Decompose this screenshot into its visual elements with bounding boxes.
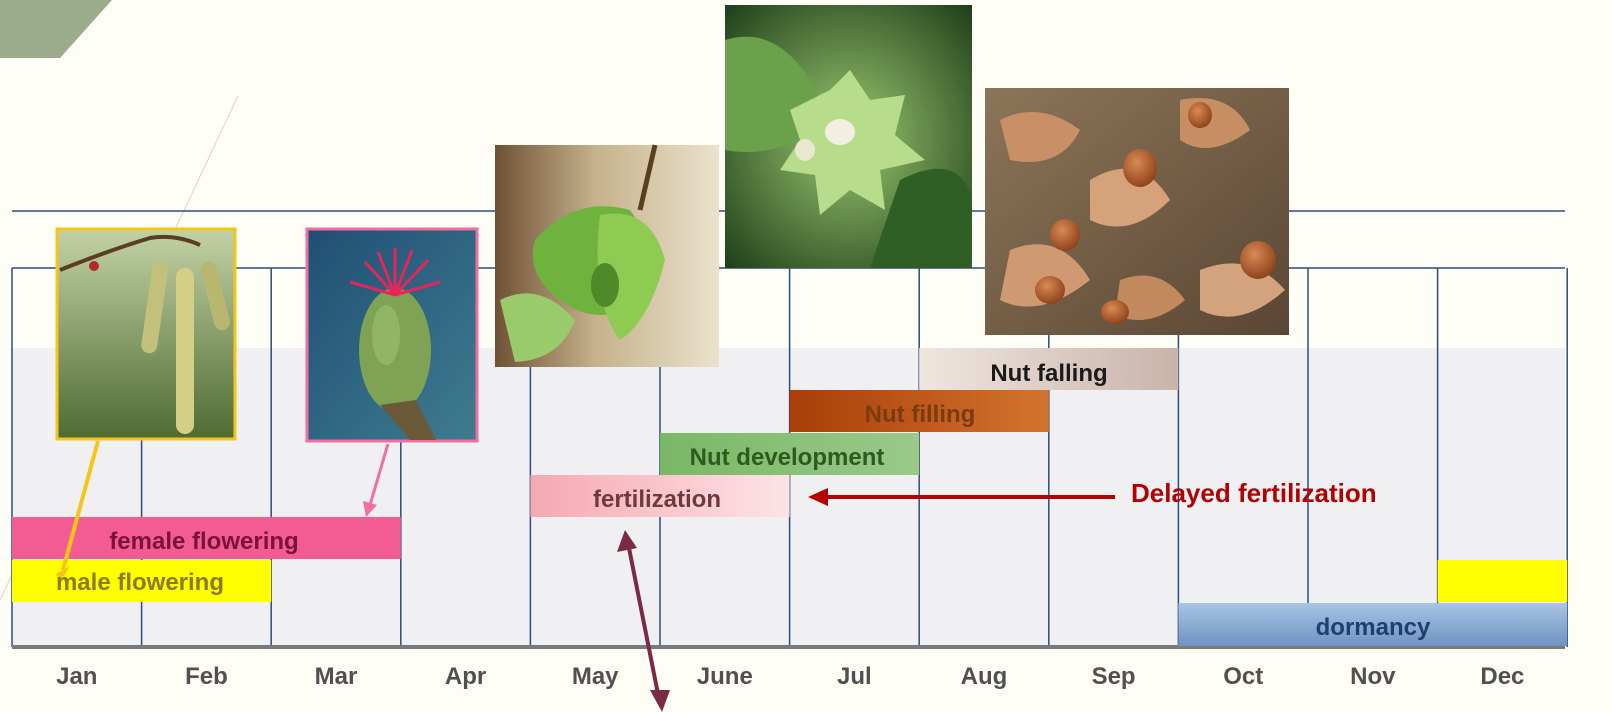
month-label-sep: Sep xyxy=(1092,663,1136,690)
female-flower-photo xyxy=(307,229,477,441)
month-label-mar: Mar xyxy=(315,663,358,690)
fertilization-label: fertilization xyxy=(593,486,721,513)
nut-husk-photo xyxy=(725,5,972,268)
month-label-apr: Apr xyxy=(445,663,486,690)
month-label-dec: Dec xyxy=(1480,663,1524,690)
month-label-june: June xyxy=(697,663,753,690)
dormancy-label: dormancy xyxy=(1316,614,1431,641)
month-label-jan: Jan xyxy=(56,663,97,690)
month-label-nov: Nov xyxy=(1350,663,1396,690)
nut-development-label: Nut development xyxy=(690,444,885,471)
leaf-bud-photo xyxy=(495,145,719,367)
male-flowering-dec-bar xyxy=(1438,560,1568,602)
delayed-fertilization-label: Delayed fertilization xyxy=(1131,478,1377,508)
fallen-nuts-photo xyxy=(985,88,1289,335)
female-flowering-label: female flowering xyxy=(109,528,298,555)
month-label-oct: Oct xyxy=(1223,663,1263,690)
catkins-photo xyxy=(57,229,235,439)
male-flowering-label: male flowering xyxy=(56,569,224,596)
nut-falling-label: Nut falling xyxy=(990,360,1107,387)
nut-filling-label: Nut filling xyxy=(865,401,976,428)
month-label-band xyxy=(12,650,1565,712)
month-label-feb: Feb xyxy=(185,663,228,690)
corner-tab xyxy=(0,0,112,58)
month-label-aug: Aug xyxy=(961,663,1008,690)
month-label-jul: Jul xyxy=(837,663,872,690)
month-label-may: May xyxy=(572,663,619,690)
